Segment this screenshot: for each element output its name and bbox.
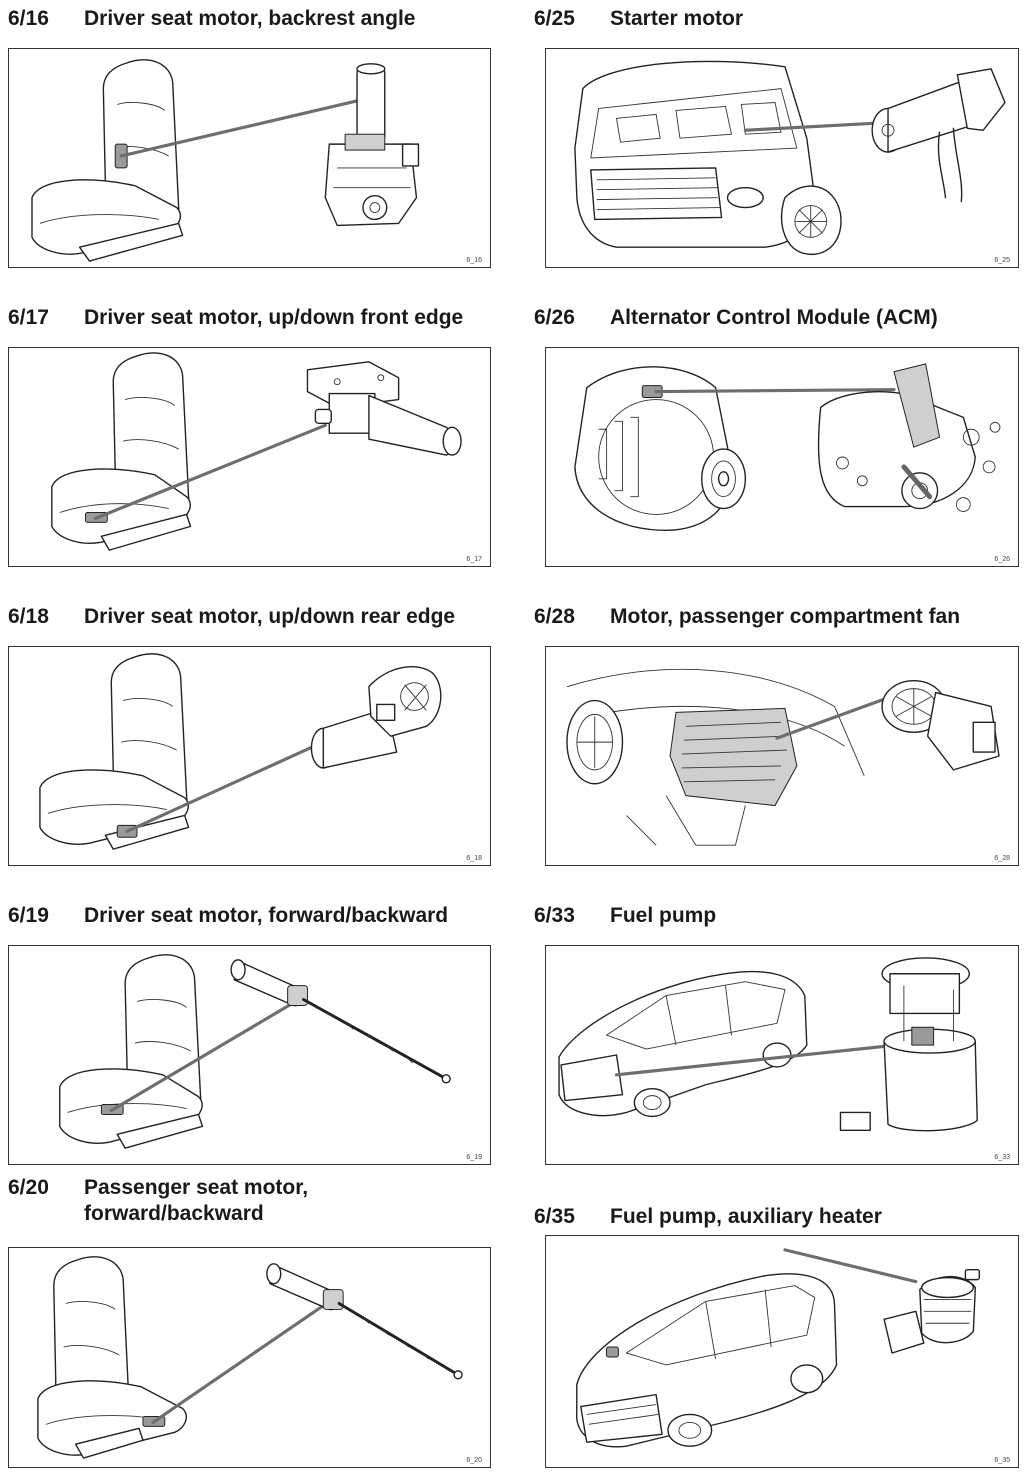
alternator-acm-drawing xyxy=(574,363,1001,532)
figure-code: 6_28 xyxy=(994,855,1010,862)
illustration-starter-motor: 6_25 xyxy=(545,48,1019,268)
passenger-seat-motor-drawing xyxy=(37,1256,463,1459)
illustration-aux-heater-fuel-pump: 6_35 xyxy=(545,1235,1019,1468)
figure-code: 6_16 xyxy=(466,257,482,264)
item-6-16: 6/16 Driver seat motor, backrest angle 6… xyxy=(8,6,493,268)
item-number: 6/19 xyxy=(8,904,49,927)
figure-code: 6_26 xyxy=(994,556,1010,563)
figure-code: 6_20 xyxy=(466,1457,482,1464)
item-title: Driver seat motor, backrest angle xyxy=(84,7,416,30)
item-title-line2: forward/backward xyxy=(84,1202,264,1225)
item-title: Alternator Control Module (ACM) xyxy=(610,306,938,329)
starter-motor-drawing xyxy=(574,60,1006,256)
aux-heater-fuel-pump-drawing xyxy=(576,1248,980,1448)
item-6-18: 6/18 Driver seat motor, up/down rear edg… xyxy=(8,604,493,866)
figure-code: 6_19 xyxy=(466,1154,482,1161)
item-number: 6/35 xyxy=(534,1205,575,1228)
illustration-alternator-acm: 6_26 xyxy=(545,347,1019,567)
item-title: Starter motor xyxy=(610,7,744,30)
illustration-seat-forward-motor: 6_19 xyxy=(8,945,491,1165)
illustration-seat-rear-edge-motor: 6_18 xyxy=(8,646,491,866)
item-6-26: 6/26 Alternator Control Module (ACM) 6_2… xyxy=(534,305,1019,567)
item-6-19: 6/19 Driver seat motor, forward/backward… xyxy=(8,903,493,1165)
fuel-pump-drawing xyxy=(558,957,978,1132)
item-6-33: 6/33 Fuel pump 6_33 xyxy=(534,903,1019,1165)
illustration-seat-backrest-motor: 6_16 xyxy=(8,48,491,268)
item-title: Fuel pump xyxy=(610,904,717,927)
item-6-17: 6/17 Driver seat motor, up/down front ed… xyxy=(8,305,493,567)
item-number: 6/17 xyxy=(8,306,49,329)
item-6-28: 6/28 Motor, passenger compartment fan 6_… xyxy=(534,604,1019,866)
item-title: Driver seat motor, forward/backward xyxy=(84,904,449,927)
figure-code: 6_25 xyxy=(994,257,1010,264)
illustration-fuel-pump: 6_33 xyxy=(545,945,1019,1165)
seat-front-edge-motor-drawing xyxy=(51,352,462,551)
item-number: 6/26 xyxy=(534,306,575,329)
item-6-20: 6/20 Passenger seat motor, forward/backw… xyxy=(8,1175,493,1468)
item-number: 6/28 xyxy=(534,605,575,628)
illustration-passenger-seat-motor: 6_20 xyxy=(8,1247,491,1468)
illustration-cabin-fan-motor: 6_28 xyxy=(545,646,1019,866)
item-number: 6/25 xyxy=(534,7,575,30)
item-title: Driver seat motor, up/down rear edge xyxy=(84,605,456,628)
item-title: Fuel pump, auxiliary heater xyxy=(610,1205,882,1228)
item-title: Passenger seat motor, xyxy=(84,1176,309,1199)
cabin-fan-motor-drawing xyxy=(566,668,1000,846)
figure-code: 6_18 xyxy=(466,855,482,862)
item-6-35: 6/35 Fuel pump, auxiliary heater 6_35 xyxy=(534,1204,1019,1468)
item-6-25: 6/25 Starter motor 6_25 xyxy=(534,6,1019,268)
item-number: 6/20 xyxy=(8,1176,49,1199)
seat-rear-edge-motor-drawing xyxy=(39,653,442,850)
figure-code: 6_35 xyxy=(994,1457,1010,1464)
item-number: 6/18 xyxy=(8,605,49,628)
seat-forward-motor-drawing xyxy=(59,954,451,1149)
illustration-seat-front-edge-motor: 6_17 xyxy=(8,347,491,567)
item-number: 6/16 xyxy=(8,7,49,30)
figure-code: 6_17 xyxy=(466,556,482,563)
item-number: 6/33 xyxy=(534,904,575,927)
seat-backrest-motor-drawing xyxy=(31,59,420,262)
figure-code: 6_33 xyxy=(994,1154,1010,1161)
item-title: Motor, passenger compartment fan xyxy=(610,605,961,628)
item-title: Driver seat motor, up/down front edge xyxy=(84,306,464,329)
